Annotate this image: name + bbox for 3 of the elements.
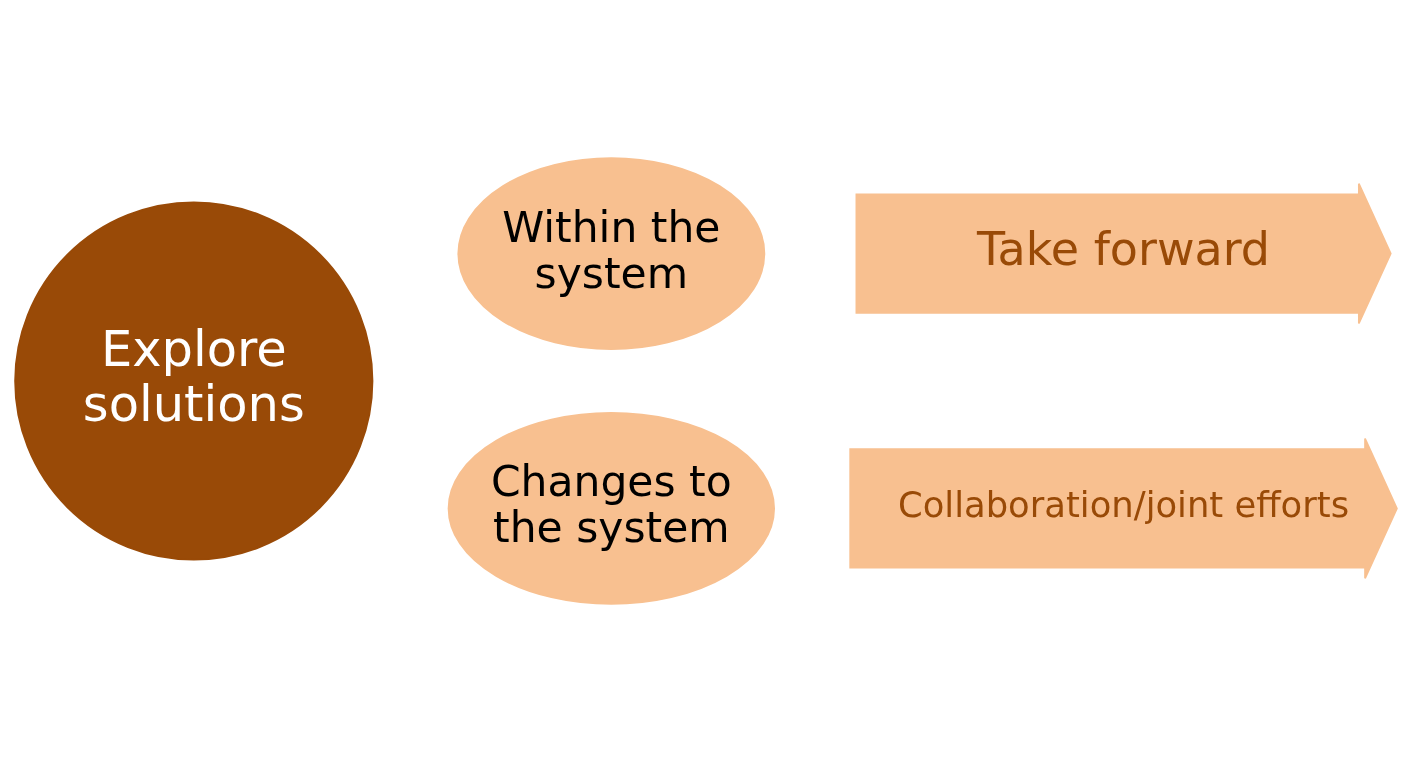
node-ellipse: Changes to the system bbox=[447, 411, 775, 605]
node-circle: Explore solutions bbox=[14, 200, 374, 561]
node-ellipse: Within the system bbox=[457, 156, 766, 350]
